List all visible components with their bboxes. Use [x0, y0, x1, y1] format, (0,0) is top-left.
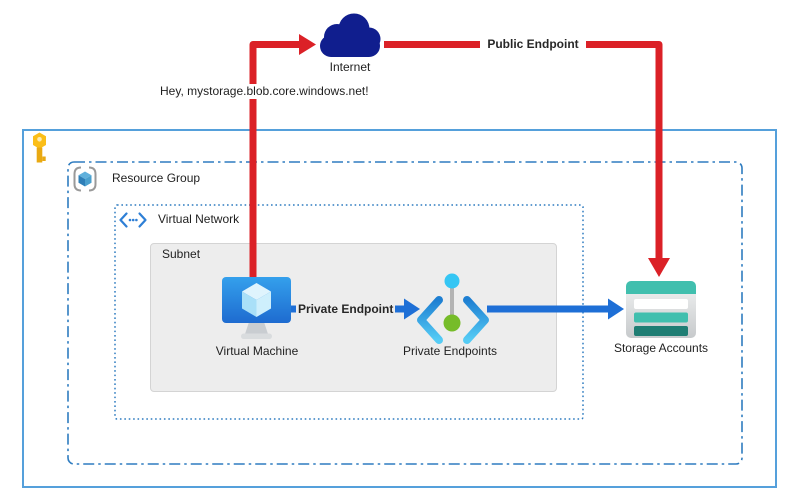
blue-arrowhead-into-storage — [608, 298, 624, 320]
red-arrowhead-into-internet — [299, 34, 316, 55]
virtual-machine-icon — [222, 277, 291, 339]
private-endpoints-icon — [417, 273, 489, 344]
virtual-network-icon — [119, 212, 147, 228]
virtual-machine-label: Virtual Machine — [215, 344, 299, 358]
virtual-network-label: Virtual Network — [158, 212, 240, 226]
storage-accounts-icon — [626, 281, 696, 338]
storage-accounts-label: Storage Accounts — [613, 341, 709, 355]
virtual-network-boundary — [114, 204, 584, 420]
subnet-label: Subnet — [162, 247, 201, 261]
public-endpoint-label: Public Endpoint — [480, 37, 586, 52]
resource-group-label: Resource Group — [112, 171, 201, 185]
private-endpoint-label: Private Endpoint — [296, 302, 396, 317]
cloud-icon — [320, 13, 381, 57]
internet-label: Internet — [329, 60, 371, 74]
subscription-boundary — [22, 129, 777, 488]
red-arrowhead-into-storage — [648, 258, 670, 277]
hey-message-text: Hey, mystorage.blob.core.windows.net! — [157, 84, 372, 99]
key-icon — [33, 132, 46, 163]
resource-group-icon — [73, 166, 97, 192]
subnet-boundary — [150, 243, 557, 392]
red-flow-internet-to-storage-line — [384, 41, 663, 260]
red-flow-vm-to-internet-line — [249, 41, 299, 278]
resource-group-boundary — [67, 161, 743, 465]
private-endpoints-label: Private Endpoints — [402, 344, 498, 358]
blue-arrowhead-into-pe — [404, 298, 420, 320]
